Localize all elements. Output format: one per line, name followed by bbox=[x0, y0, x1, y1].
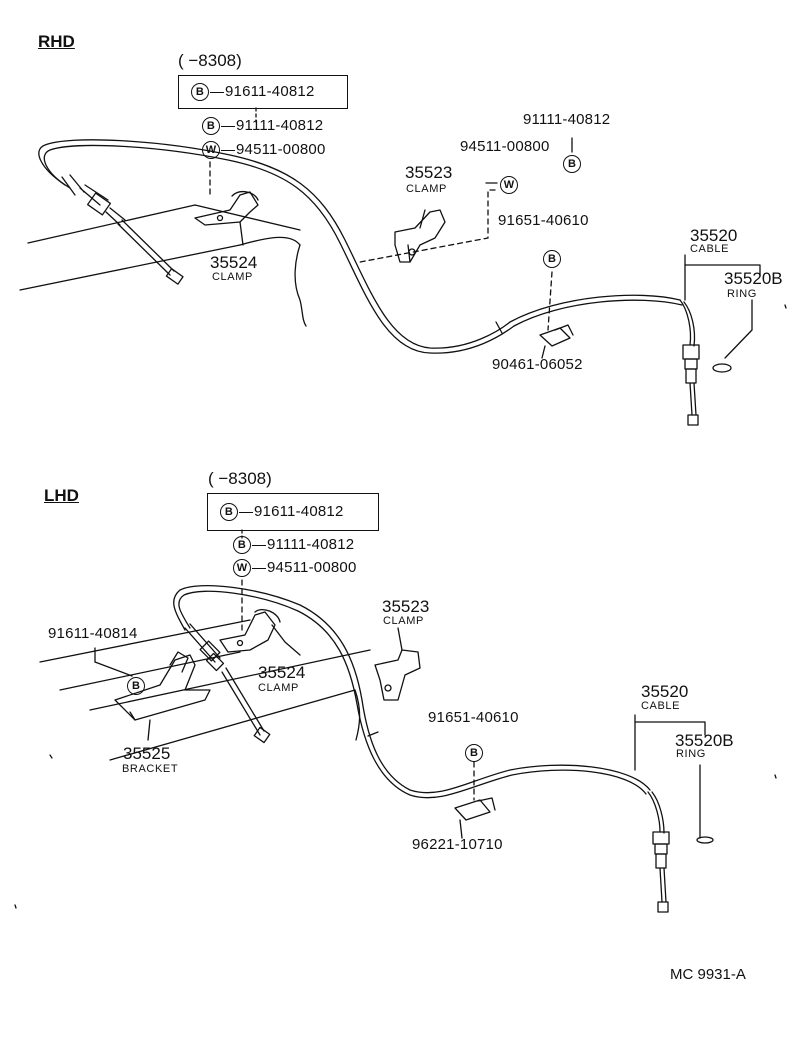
stray-mark bbox=[774, 774, 777, 779]
diagram-reference-code: MC 9931-A bbox=[670, 966, 746, 983]
lhd-section-label: LHD bbox=[44, 486, 79, 505]
rhd-boxed-part: B 91611-40812 bbox=[178, 75, 348, 109]
rhd-clamp-center-name: CLAMP bbox=[406, 183, 447, 195]
rhd-ring-number: 35520B bbox=[724, 269, 783, 288]
lhd-boxed-part-number: 91611-40812 bbox=[254, 502, 344, 520]
stray-mark bbox=[14, 904, 17, 909]
rhd-cable-number: 35520 bbox=[690, 226, 738, 245]
lhd-ring-name: RING bbox=[676, 748, 706, 760]
rhd-floor-panel bbox=[19, 204, 307, 327]
lhd-nut bbox=[454, 797, 496, 821]
lhd-bracket bbox=[114, 651, 211, 721]
lhd-leaders-solid bbox=[94, 624, 706, 839]
lhd-leaders bbox=[241, 579, 475, 801]
rhd-nut bbox=[539, 324, 574, 347]
rhd-bolt-lower-number: 91651-40610 bbox=[498, 212, 589, 229]
rhd-clamp-left-name: CLAMP bbox=[212, 271, 253, 283]
washer-badge-icon: W bbox=[233, 559, 251, 577]
rhd-production-range: ( −8308) bbox=[178, 51, 242, 70]
rhd-clamp-left-number: 35524 bbox=[210, 253, 258, 272]
washer-badge-icon: W bbox=[500, 176, 518, 194]
rhd-section-label: RHD bbox=[38, 32, 75, 51]
lhd-clamp-left-name: CLAMP bbox=[258, 682, 299, 694]
lhd-bracket-name: BRACKET bbox=[122, 763, 179, 775]
rhd-boxed-part-number: 91611-40812 bbox=[225, 82, 315, 100]
lhd-cable-name: CABLE bbox=[641, 700, 681, 712]
bolt-badge-icon: B bbox=[191, 83, 209, 101]
stray-mark bbox=[49, 754, 53, 759]
bolt-badge-icon: B bbox=[220, 503, 238, 521]
rhd-clamp-left bbox=[194, 190, 259, 226]
washer-badge-icon: W bbox=[202, 141, 220, 159]
bolt-badge-icon: B bbox=[543, 250, 561, 268]
lhd-cable-number: 35520 bbox=[641, 682, 689, 701]
bolt-badge-icon: B bbox=[127, 677, 145, 695]
lhd-clamp-right bbox=[374, 649, 421, 701]
lhd-nut-number: 96221-10710 bbox=[412, 836, 503, 853]
lhd-production-range: ( −8308) bbox=[208, 469, 272, 488]
rhd-washer-right-number: 94511-00800 bbox=[460, 138, 550, 155]
rhd-clamp-center-number: 35523 bbox=[405, 163, 453, 182]
rhd-leaders bbox=[209, 161, 553, 331]
rhd-bolt-right-number: 91111-40812 bbox=[523, 111, 611, 128]
rhd-clamp-center bbox=[394, 209, 446, 263]
lhd-clamp-right-name: CLAMP bbox=[383, 615, 424, 627]
lhd-bolt-bracket-number: 91611-40814 bbox=[48, 625, 138, 642]
rhd-nut-number: 90461-06052 bbox=[492, 356, 583, 373]
lhd-clamp-left bbox=[219, 608, 281, 653]
rhd-ring-name: RING bbox=[727, 288, 757, 300]
rhd-leaders-solid bbox=[239, 137, 761, 359]
bolt-badge-icon: B bbox=[233, 536, 251, 554]
rhd-cable-name: CABLE bbox=[690, 243, 730, 255]
lhd-ring-number: 35520B bbox=[675, 731, 734, 750]
lhd-floor-panel bbox=[39, 619, 371, 761]
lhd-boxed-part: B 91611-40812 bbox=[207, 493, 379, 531]
rhd-cable bbox=[38, 139, 732, 426]
lhd-bracket-number: 35525 bbox=[123, 744, 171, 763]
bolt-badge-icon: B bbox=[202, 117, 220, 135]
stray-mark bbox=[784, 304, 787, 309]
lhd-bolt-lower-number: 91651-40610 bbox=[428, 709, 519, 726]
bolt-badge-icon: B bbox=[563, 155, 581, 173]
lhd-clamp-right-number: 35523 bbox=[382, 597, 430, 616]
lhd-cable bbox=[173, 585, 714, 913]
bolt-badge-icon: B bbox=[465, 744, 483, 762]
lhd-clamp-left-number: 35524 bbox=[258, 663, 306, 682]
